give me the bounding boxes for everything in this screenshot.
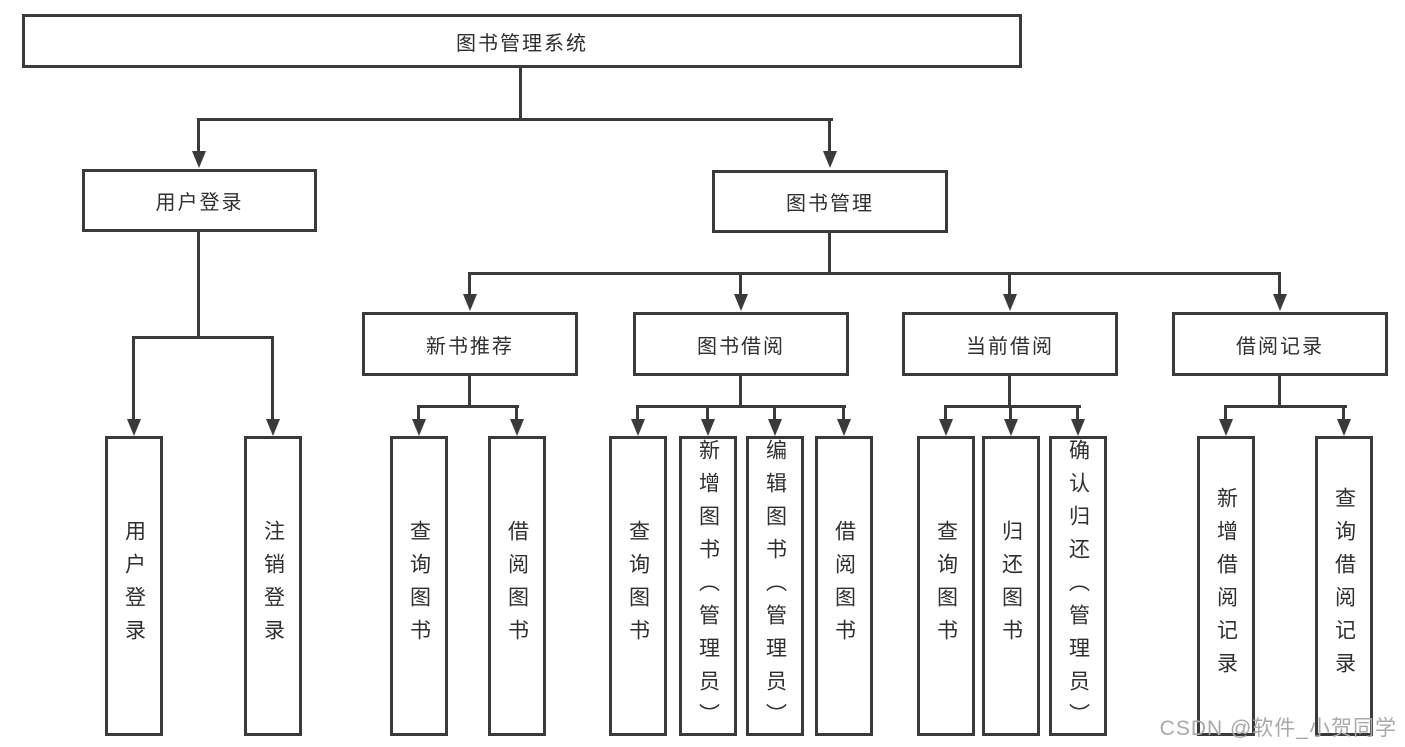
leaf-query-borrow-record: 查询借阅记录: [1315, 436, 1373, 736]
connector-drop-leaf: [132, 336, 135, 420]
leaf-edit-books-admin-label: 编辑图书（管理员）: [763, 439, 787, 736]
arrow-down-icon: [1071, 419, 1085, 436]
leaf-add-books-admin-label: 新增图书（管理员）: [696, 439, 720, 736]
connector-drop-leaf: [1009, 405, 1012, 420]
leaf-confirm-return-admin: 确认归还（管理员）: [1049, 436, 1107, 736]
leaf-return-books: 归还图书: [982, 436, 1040, 736]
connector-drop-leaf: [515, 405, 518, 420]
connector-drop-leaf: [842, 405, 845, 420]
arrow-down-icon: [734, 294, 748, 311]
arrow-down-icon: [1219, 419, 1233, 436]
arrow-down-icon: [823, 151, 837, 168]
connector-book-management-stem: [828, 231, 831, 274]
connector-borrow-records-bar: [1224, 405, 1347, 408]
arrow-down-icon: [1337, 419, 1351, 436]
connector-drop-leaf: [417, 405, 420, 420]
leaf-query-borrow-record-label: 查询借阅记录: [1332, 487, 1356, 685]
node-borrow-records: 借阅记录: [1172, 312, 1388, 376]
node-book-borrow: 图书借阅: [633, 312, 849, 376]
node-new-book-recommend: 新书推荐: [362, 312, 578, 376]
connector-book-management-bar: [468, 272, 1281, 275]
leaf-query-books-1-label: 查询图书: [407, 520, 431, 652]
connector-drop-current-borrow: [1008, 272, 1011, 296]
connector-drop-leaf: [636, 405, 639, 420]
node-borrow-records-label: 借阅记录: [1236, 335, 1324, 358]
connector-user-login-stem: [197, 230, 200, 338]
arrow-down-icon: [768, 419, 782, 436]
arrow-down-icon: [631, 419, 645, 436]
leaf-logout-label: 注销登录: [261, 520, 285, 652]
connector-new-book-bar: [417, 405, 519, 408]
arrow-down-icon: [266, 419, 280, 436]
connector-drop-leaf: [706, 405, 709, 420]
connector-book-borrow-bar: [636, 405, 846, 408]
arrow-down-icon: [192, 151, 206, 168]
leaf-user-login-label: 用户登录: [122, 520, 146, 652]
connector-root-stem: [519, 66, 522, 120]
leaf-confirm-return-admin-label: 确认归还（管理员）: [1066, 439, 1090, 736]
csdn-watermark: CSDN @软件_小贺同学: [1159, 717, 1397, 740]
leaf-borrow-books-2-label: 借阅图书: [832, 520, 856, 652]
connector-drop-leaf: [773, 405, 776, 420]
leaf-query-books-2-label: 查询图书: [626, 520, 650, 652]
leaf-add-borrow-record-label: 新增借阅记录: [1214, 487, 1238, 685]
leaf-return-books-label: 归还图书: [999, 520, 1023, 652]
connector-user-login-bar: [132, 336, 274, 339]
connector-new-book-stem: [468, 374, 471, 407]
connector-drop-leaf: [271, 336, 274, 420]
leaf-add-books-admin: 新增图书（管理员）: [679, 436, 737, 736]
node-book-borrow-label: 图书借阅: [697, 335, 785, 358]
arrow-down-icon: [701, 419, 715, 436]
connector-book-borrow-stem: [739, 374, 742, 407]
arrow-down-icon: [127, 419, 141, 436]
node-book-management-label: 图书管理: [786, 193, 874, 215]
connector-drop-user-login: [197, 118, 200, 152]
leaf-borrow-books-1-label: 借阅图书: [505, 520, 529, 652]
connector-current-borrow-stem: [1008, 374, 1011, 407]
arrow-down-icon: [1003, 294, 1017, 311]
leaf-edit-books-admin: 编辑图书（管理员）: [746, 436, 804, 736]
node-new-book-recommend-label: 新书推荐: [426, 335, 514, 358]
leaf-add-borrow-record: 新增借阅记录: [1197, 436, 1255, 736]
node-book-management: 图书管理: [712, 170, 948, 233]
connector-drop-book-management: [828, 118, 831, 152]
leaf-logout: 注销登录: [244, 436, 302, 736]
connector-drop-leaf: [1342, 405, 1345, 420]
arrow-down-icon: [510, 419, 524, 436]
connector-root-bar: [197, 118, 833, 121]
connector-current-borrow-bar: [944, 405, 1081, 408]
connector-drop-leaf: [1076, 405, 1079, 420]
arrow-down-icon: [939, 419, 953, 436]
connector-drop-leaf: [944, 405, 947, 420]
node-user-login: 用户登录: [82, 169, 317, 232]
arrow-down-icon: [837, 419, 851, 436]
connector-drop-new-book: [468, 272, 471, 296]
leaf-query-books-3: 查询图书: [917, 436, 975, 736]
leaf-query-books-1: 查询图书: [390, 436, 448, 736]
arrow-down-icon: [463, 294, 477, 311]
arrow-down-icon: [1004, 419, 1018, 436]
connector-drop-borrow-records: [1278, 272, 1281, 296]
node-root-label: 图书管理系统: [456, 32, 588, 55]
node-user-login-label: 用户登录: [155, 192, 244, 214]
leaf-query-books-2: 查询图书: [609, 436, 667, 736]
arrow-down-icon: [1273, 294, 1287, 311]
connector-borrow-records-stem: [1278, 374, 1281, 407]
node-current-borrow-label: 当前借阅: [966, 335, 1054, 358]
leaf-borrow-books-2: 借阅图书: [815, 436, 873, 736]
leaf-borrow-books-1: 借阅图书: [488, 436, 546, 736]
arrow-down-icon: [412, 419, 426, 436]
leaf-user-login: 用户登录: [105, 436, 163, 736]
connector-drop-book-borrow: [739, 272, 742, 296]
connector-drop-leaf: [1224, 405, 1227, 420]
node-root: 图书管理系统: [22, 14, 1022, 68]
node-current-borrow: 当前借阅: [902, 312, 1118, 376]
leaf-query-books-3-label: 查询图书: [934, 520, 958, 652]
